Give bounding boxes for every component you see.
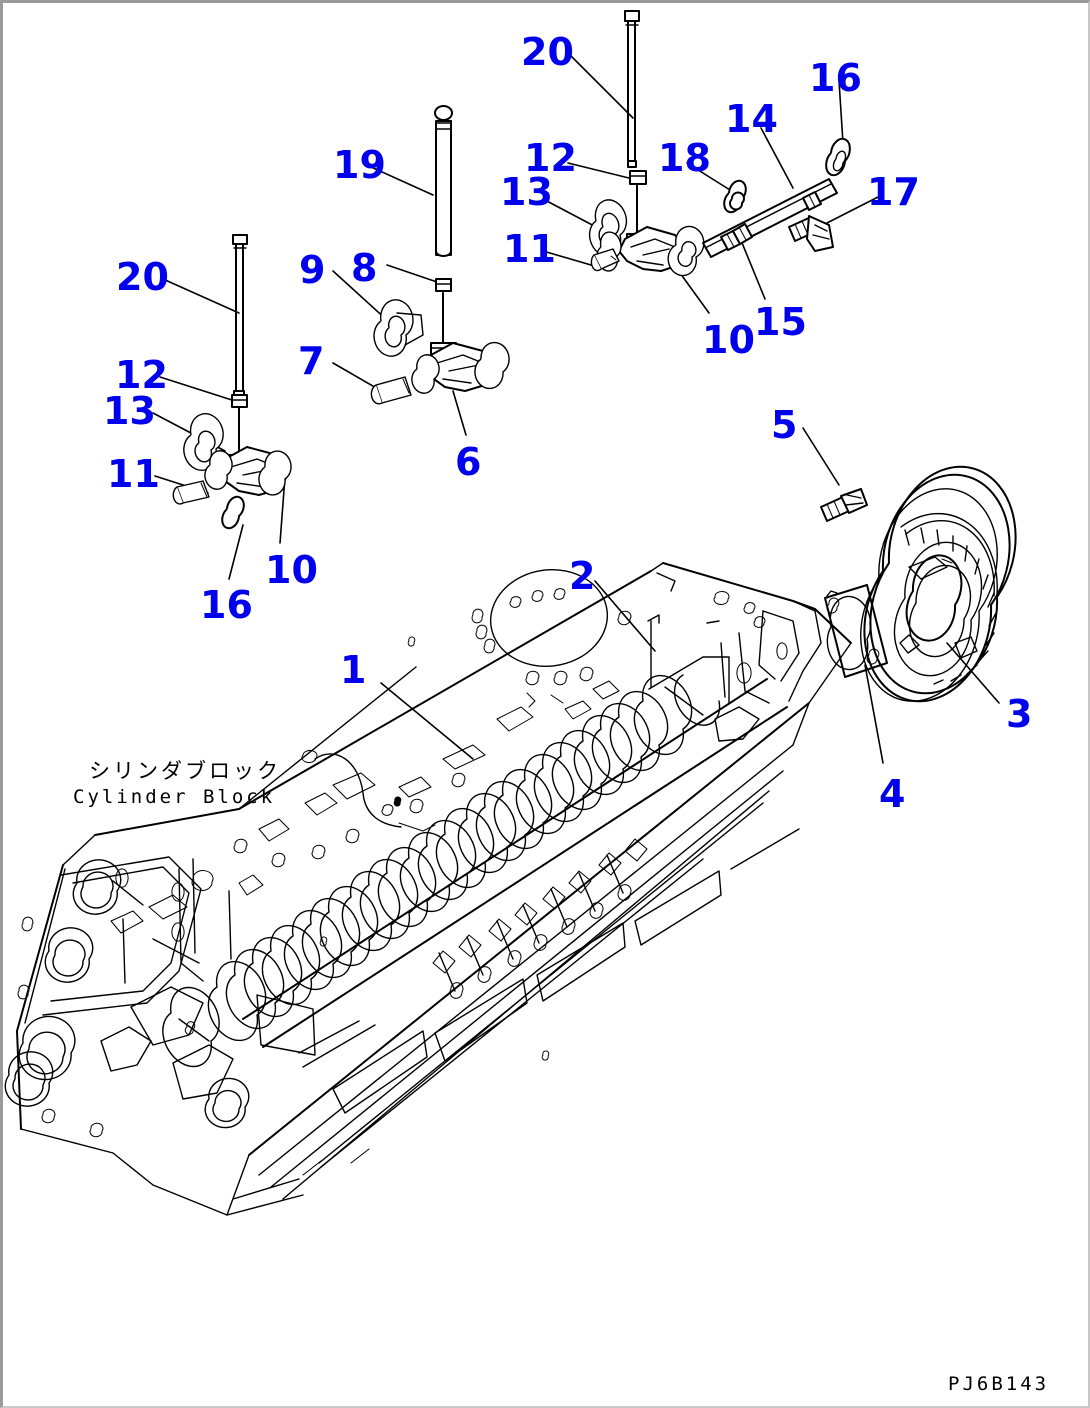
callout-11-top[interactable]: 11 bbox=[503, 227, 556, 271]
callout-14[interactable]: 14 bbox=[725, 97, 778, 141]
callout-17[interactable]: 17 bbox=[867, 170, 920, 214]
caption-leader bbox=[301, 749, 436, 832]
misc-marks bbox=[302, 636, 550, 1176]
rocker-shaft-14 bbox=[702, 137, 851, 258]
callout-18[interactable]: 18 bbox=[658, 136, 711, 180]
push-rod-20-left bbox=[232, 234, 248, 398]
callout-11-left[interactable]: 11 bbox=[107, 452, 160, 496]
callout-6[interactable]: 6 bbox=[455, 440, 482, 484]
camshaft-gear-3 bbox=[860, 465, 1017, 703]
callout-12-top[interactable]: 12 bbox=[524, 136, 577, 180]
front-face-detail bbox=[4, 856, 202, 1138]
callout-16-left[interactable]: 16 bbox=[200, 583, 253, 627]
cylinder-block-label-en: Cylinder Block bbox=[73, 786, 276, 808]
callout-10-left[interactable]: 10 bbox=[265, 548, 318, 592]
callout-10-top[interactable]: 10 bbox=[702, 318, 755, 362]
deck-detail bbox=[110, 569, 766, 934]
callout-13-top[interactable]: 13 bbox=[500, 170, 553, 214]
callout-13-left[interactable]: 13 bbox=[103, 389, 156, 433]
callout-4[interactable]: 4 bbox=[879, 772, 906, 816]
callout-2[interactable]: 2 bbox=[569, 554, 596, 598]
tappet-bores bbox=[432, 838, 648, 999]
push-rod-19 bbox=[434, 105, 453, 257]
drawing-number: PJ6B143 bbox=[948, 1373, 1050, 1395]
bolt-5 bbox=[820, 488, 868, 522]
callout-12-left[interactable]: 12 bbox=[115, 353, 168, 397]
camshaft-2 bbox=[162, 674, 788, 1068]
callout-16-top[interactable]: 16 bbox=[809, 56, 862, 100]
callout-3[interactable]: 3 bbox=[1006, 692, 1033, 736]
leader-lines bbox=[152, 54, 1000, 764]
callout-9[interactable]: 9 bbox=[299, 248, 326, 292]
rocker-arm-6 bbox=[370, 299, 510, 405]
callout-7[interactable]: 7 bbox=[298, 339, 325, 383]
callout-1[interactable]: 1 bbox=[340, 648, 367, 692]
push-rod-20-top bbox=[624, 10, 640, 168]
block-ribs bbox=[100, 828, 800, 1129]
callout-15[interactable]: 15 bbox=[754, 300, 807, 344]
technical-line-drawing: .ln { fill:none; stroke:#000; stroke-wid… bbox=[4, 10, 1017, 1216]
callout-8[interactable]: 8 bbox=[351, 246, 378, 290]
rocker-arm-10 bbox=[588, 179, 747, 277]
rear-flange bbox=[714, 600, 822, 742]
callout-19[interactable]: 19 bbox=[333, 143, 386, 187]
bolt-17 bbox=[788, 215, 834, 252]
cylinder-block-label-jp: シリンダブロック bbox=[89, 759, 281, 783]
callout-5[interactable]: 5 bbox=[771, 403, 798, 447]
callout-20-left[interactable]: 20 bbox=[116, 255, 169, 299]
callout-20-top[interactable]: 20 bbox=[521, 30, 574, 74]
rocker-arm-10-left bbox=[172, 413, 292, 530]
thrust-plate-4 bbox=[824, 584, 888, 678]
cylinder-block-1 bbox=[4, 562, 852, 1216]
